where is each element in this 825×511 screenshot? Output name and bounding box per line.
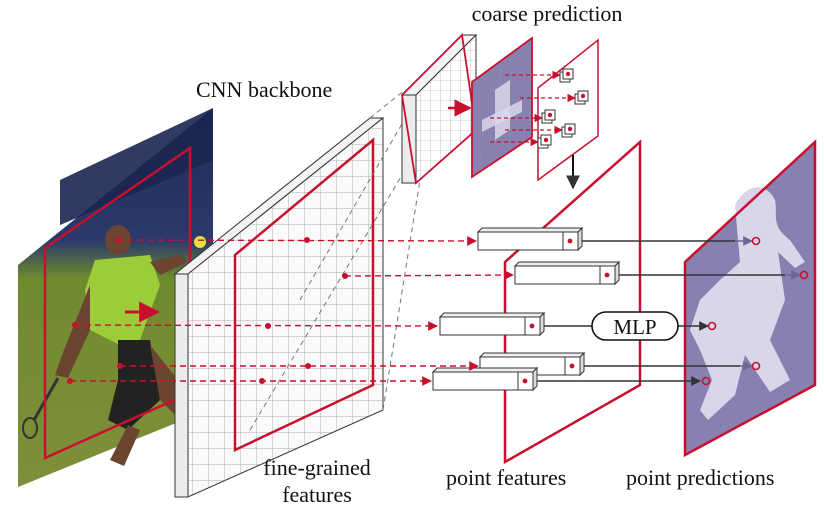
feature-vector-2 <box>513 260 621 286</box>
point-predictions-map <box>683 139 817 458</box>
sample-points <box>67 237 348 384</box>
coarse-feature-grid <box>400 33 478 185</box>
feature-vectors <box>431 226 621 392</box>
point-features-label: point features <box>446 465 567 490</box>
coarse-prediction-map <box>471 36 533 179</box>
feature-vector-5 <box>431 366 539 392</box>
mlp-label: MLP <box>613 315 656 339</box>
point-selection-layer <box>490 38 599 182</box>
coarse-prediction-label: coarse prediction <box>471 1 623 26</box>
cnn-backbone-label: CNN backbone <box>196 77 333 102</box>
fine-grained-label: fine-grained <box>263 455 371 480</box>
feature-vector-1 <box>476 226 584 252</box>
feature-vector-3 <box>438 311 546 337</box>
cnn-backbone-slab <box>173 116 385 498</box>
prediction-points <box>701 236 809 386</box>
prediction-arrows <box>537 236 801 386</box>
sampling-arrows <box>70 236 514 386</box>
tennis-player <box>22 225 206 466</box>
input-image <box>18 108 213 487</box>
point-features-plane <box>503 139 642 465</box>
mlp-module: MLP <box>591 311 679 341</box>
features-label: features <box>282 482 352 507</box>
projection-lines <box>249 89 421 431</box>
point-predictions-label: point predictions <box>626 465 775 490</box>
